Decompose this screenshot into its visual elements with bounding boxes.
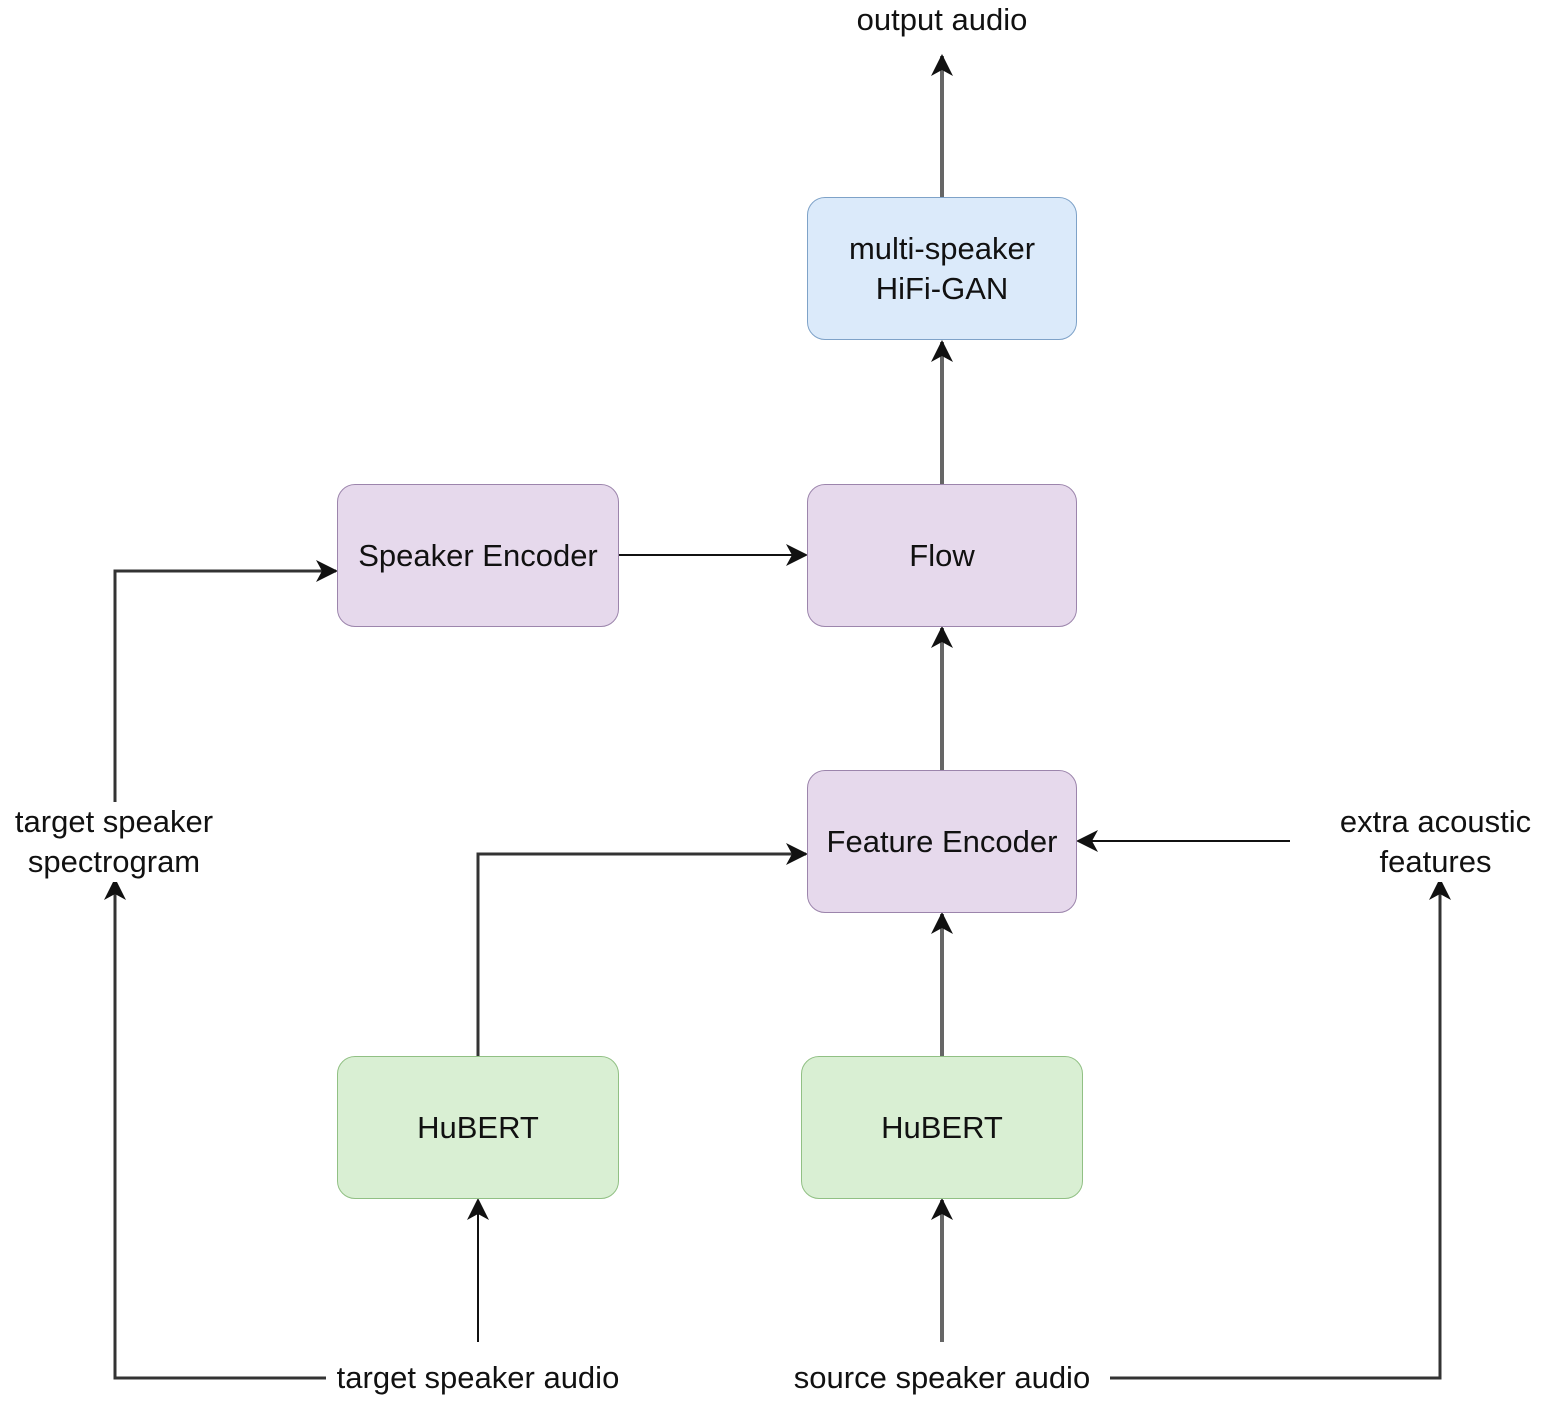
extra-acoustic-features-label: extra acoustic features — [1330, 802, 1541, 882]
speaker-encoder-label: Speaker Encoder — [358, 537, 598, 573]
edge-source-audio-to-extra-features — [1110, 878, 1451, 1380]
source-speaker-audio-label: source speaker audio — [780, 1358, 1104, 1398]
hubert-left-node: HuBERT — [337, 1056, 619, 1199]
hifigan-label: multi-speaker HiFi-GAN — [848, 230, 1036, 306]
hubert-right-label: HuBERT — [881, 1109, 1003, 1145]
target-speaker-audio-label: target speaker audio — [326, 1358, 630, 1398]
hubert-left-label: HuBERT — [417, 1109, 539, 1145]
hubert-right-node: HuBERT — [801, 1056, 1083, 1199]
edge-target-audio-to-spectrogram — [104, 878, 326, 1380]
speaker-encoder-node: Speaker Encoder — [337, 484, 619, 627]
feature-encoder-node: Feature Encoder — [807, 770, 1077, 913]
feature-encoder-label: Feature Encoder — [826, 823, 1058, 859]
hifigan-node: multi-speaker HiFi-GAN — [807, 197, 1077, 340]
flow-label: Flow — [909, 537, 975, 573]
output-audio-label: output audio — [820, 0, 1064, 40]
edge-spectrogram-to-speaker-encoder — [113, 560, 338, 805]
flow-node: Flow — [807, 484, 1077, 627]
edge-hubert-left-to-feature-encoder — [476, 843, 808, 1056]
target-speaker-spectrogram-label: target speaker spectrogram — [0, 802, 228, 882]
